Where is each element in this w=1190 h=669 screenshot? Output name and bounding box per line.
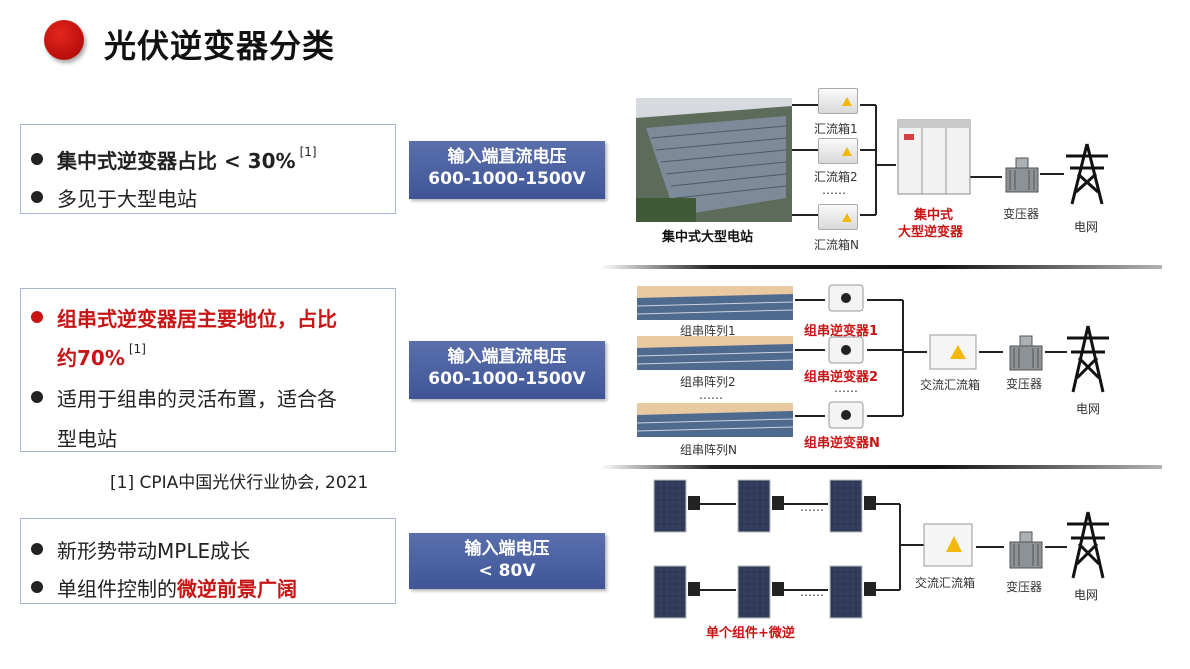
badge-line: 输入端直流电压 xyxy=(447,347,567,367)
badge-line: 600-1000-1500V xyxy=(428,169,586,189)
string-inverter-label: 组串逆变器1 xyxy=(804,324,879,339)
solar-plant-photo xyxy=(636,98,792,222)
string-inverter-label: 组串逆变器2 xyxy=(804,370,879,385)
badge-line: 600-1000-1500V xyxy=(428,369,586,389)
pv-array-photo xyxy=(637,336,793,370)
bullet-icon xyxy=(31,311,43,323)
bullet-text: 组串式逆变器居主要地位，占比 xyxy=(57,307,337,331)
list-item-continuation: 约70% [1] xyxy=(57,342,146,371)
micro-inverter-caption: 单个组件+微逆 xyxy=(706,626,795,641)
badge-line: < 80V xyxy=(478,561,536,581)
bullet-text: 多见于大型电站 xyxy=(57,187,197,211)
pv-array-photo xyxy=(637,286,793,320)
bullet-text: 适用于组串的灵活布置，适合各 xyxy=(57,387,337,411)
list-item: 集中式逆变器占比 < 30% [1] xyxy=(31,145,317,174)
ellipsis: …… xyxy=(800,585,824,599)
combiner-label: 汇流箱N xyxy=(814,238,859,252)
bullet-highlight: 微逆前景广阔 xyxy=(177,577,297,601)
transformer-label: 变压器 xyxy=(1006,377,1043,391)
connector-line xyxy=(900,544,924,546)
combiner-box-icon xyxy=(818,204,858,230)
connector-line xyxy=(976,546,1004,548)
ellipsis: …… xyxy=(822,183,846,197)
transformer-label: 变压器 xyxy=(1003,207,1040,221)
array-label: 组串阵列N xyxy=(680,443,737,457)
transformer-label: 变压器 xyxy=(1006,580,1043,594)
string-inverter-label: 组串逆变器N xyxy=(804,436,880,451)
micro-inverter-panels xyxy=(653,479,901,619)
central-inverter-icon xyxy=(897,119,971,195)
badge-line: 输入端直流电压 xyxy=(447,147,567,167)
combiner-label: 汇流箱2 xyxy=(814,170,858,184)
string-inverter-icon xyxy=(828,401,864,429)
array-label: 组串阵列2 xyxy=(680,375,736,389)
bullet-text: 单组件控制的 xyxy=(57,577,177,601)
connector-line xyxy=(1045,546,1067,548)
connector-lines xyxy=(795,299,1003,417)
plant-label: 集中式大型电站 xyxy=(662,230,754,245)
array-label: 组串阵列1 xyxy=(680,324,736,338)
connector-line xyxy=(1040,173,1064,175)
string-inverter-icon xyxy=(828,336,864,364)
micro-inverter-info-box: 新形势带动MPLE成长 单组件控制的微逆前景广阔 xyxy=(20,518,396,604)
centralized-info-box: 集中式逆变器占比 < 30% [1] 多见于大型电站 xyxy=(20,124,396,214)
section-divider xyxy=(600,465,1162,469)
combiner-box-icon xyxy=(818,138,858,164)
grid-tower-icon xyxy=(1067,325,1109,393)
reference-marker: [1] xyxy=(299,145,317,159)
transformer-icon xyxy=(1009,335,1043,371)
list-item: 多见于大型电站 xyxy=(31,183,197,212)
bullet-text: 型电站 xyxy=(57,427,117,451)
title-bullet-icon xyxy=(44,20,84,60)
combiner-label: 汇流箱1 xyxy=(814,122,858,136)
bullet-text: 集中式逆变器占比 < 30% xyxy=(57,149,296,173)
list-item-continuation: 型电站 xyxy=(57,423,117,452)
badge-line: 输入端电压 xyxy=(464,539,550,559)
reference-marker: [1] xyxy=(128,342,146,356)
transformer-icon xyxy=(1005,157,1039,193)
ellipsis: …… xyxy=(834,381,858,395)
grid-tower-icon xyxy=(1067,511,1109,579)
list-item: 适用于组串的灵活布置，适合各 xyxy=(31,383,337,412)
grid-label: 电网 xyxy=(1074,588,1099,602)
grid-label: 电网 xyxy=(1076,402,1101,416)
ellipsis: …… xyxy=(699,388,723,402)
bullet-icon xyxy=(31,153,43,165)
connector-line xyxy=(1045,351,1067,353)
footnote: [1] CPIA中国光伏行业协会, 2021 xyxy=(110,473,369,493)
combiner-box-icon xyxy=(818,88,858,114)
input-voltage-badge: 输入端电压 < 80V xyxy=(409,533,605,589)
section-divider xyxy=(600,265,1162,269)
list-item: 新形势带动MPLE成长 xyxy=(31,535,250,564)
grid-tower-icon xyxy=(1066,143,1108,205)
transformer-icon xyxy=(1009,531,1043,569)
connector-lines xyxy=(792,104,1002,216)
string-info-box: 组串式逆变器居主要地位，占比 约70% [1] 适用于组串的灵活布置，适合各 型… xyxy=(20,288,396,452)
ac-combiner-icon xyxy=(923,523,973,567)
ac-combiner-icon xyxy=(929,334,977,370)
dc-voltage-badge: 输入端直流电压 600-1000-1500V xyxy=(409,341,605,399)
dc-voltage-badge: 输入端直流电压 600-1000-1500V xyxy=(409,141,605,199)
page-title: 光伏逆变器分类 xyxy=(104,27,336,65)
list-item: 单组件控制的微逆前景广阔 xyxy=(31,573,297,602)
ac-combiner-label: 交流汇流箱 xyxy=(920,378,981,392)
central-inverter-label: 大型逆变器 xyxy=(898,225,964,240)
bullet-icon xyxy=(31,191,43,203)
bullet-text: 新形势带动MPLE成长 xyxy=(57,539,251,563)
bullet-icon xyxy=(31,581,43,593)
grid-label: 电网 xyxy=(1074,220,1099,234)
list-item: 组串式逆变器居主要地位，占比 xyxy=(31,303,337,332)
string-inverter-icon xyxy=(828,284,864,312)
bullet-icon xyxy=(31,543,43,555)
bullet-icon xyxy=(31,391,43,403)
central-inverter-label: 集中式 xyxy=(914,208,954,223)
pv-array-photo xyxy=(637,403,793,437)
ellipsis: …… xyxy=(800,500,824,514)
ac-combiner-label: 交流汇流箱 xyxy=(915,576,976,590)
bullet-text: 约70% xyxy=(57,346,125,370)
